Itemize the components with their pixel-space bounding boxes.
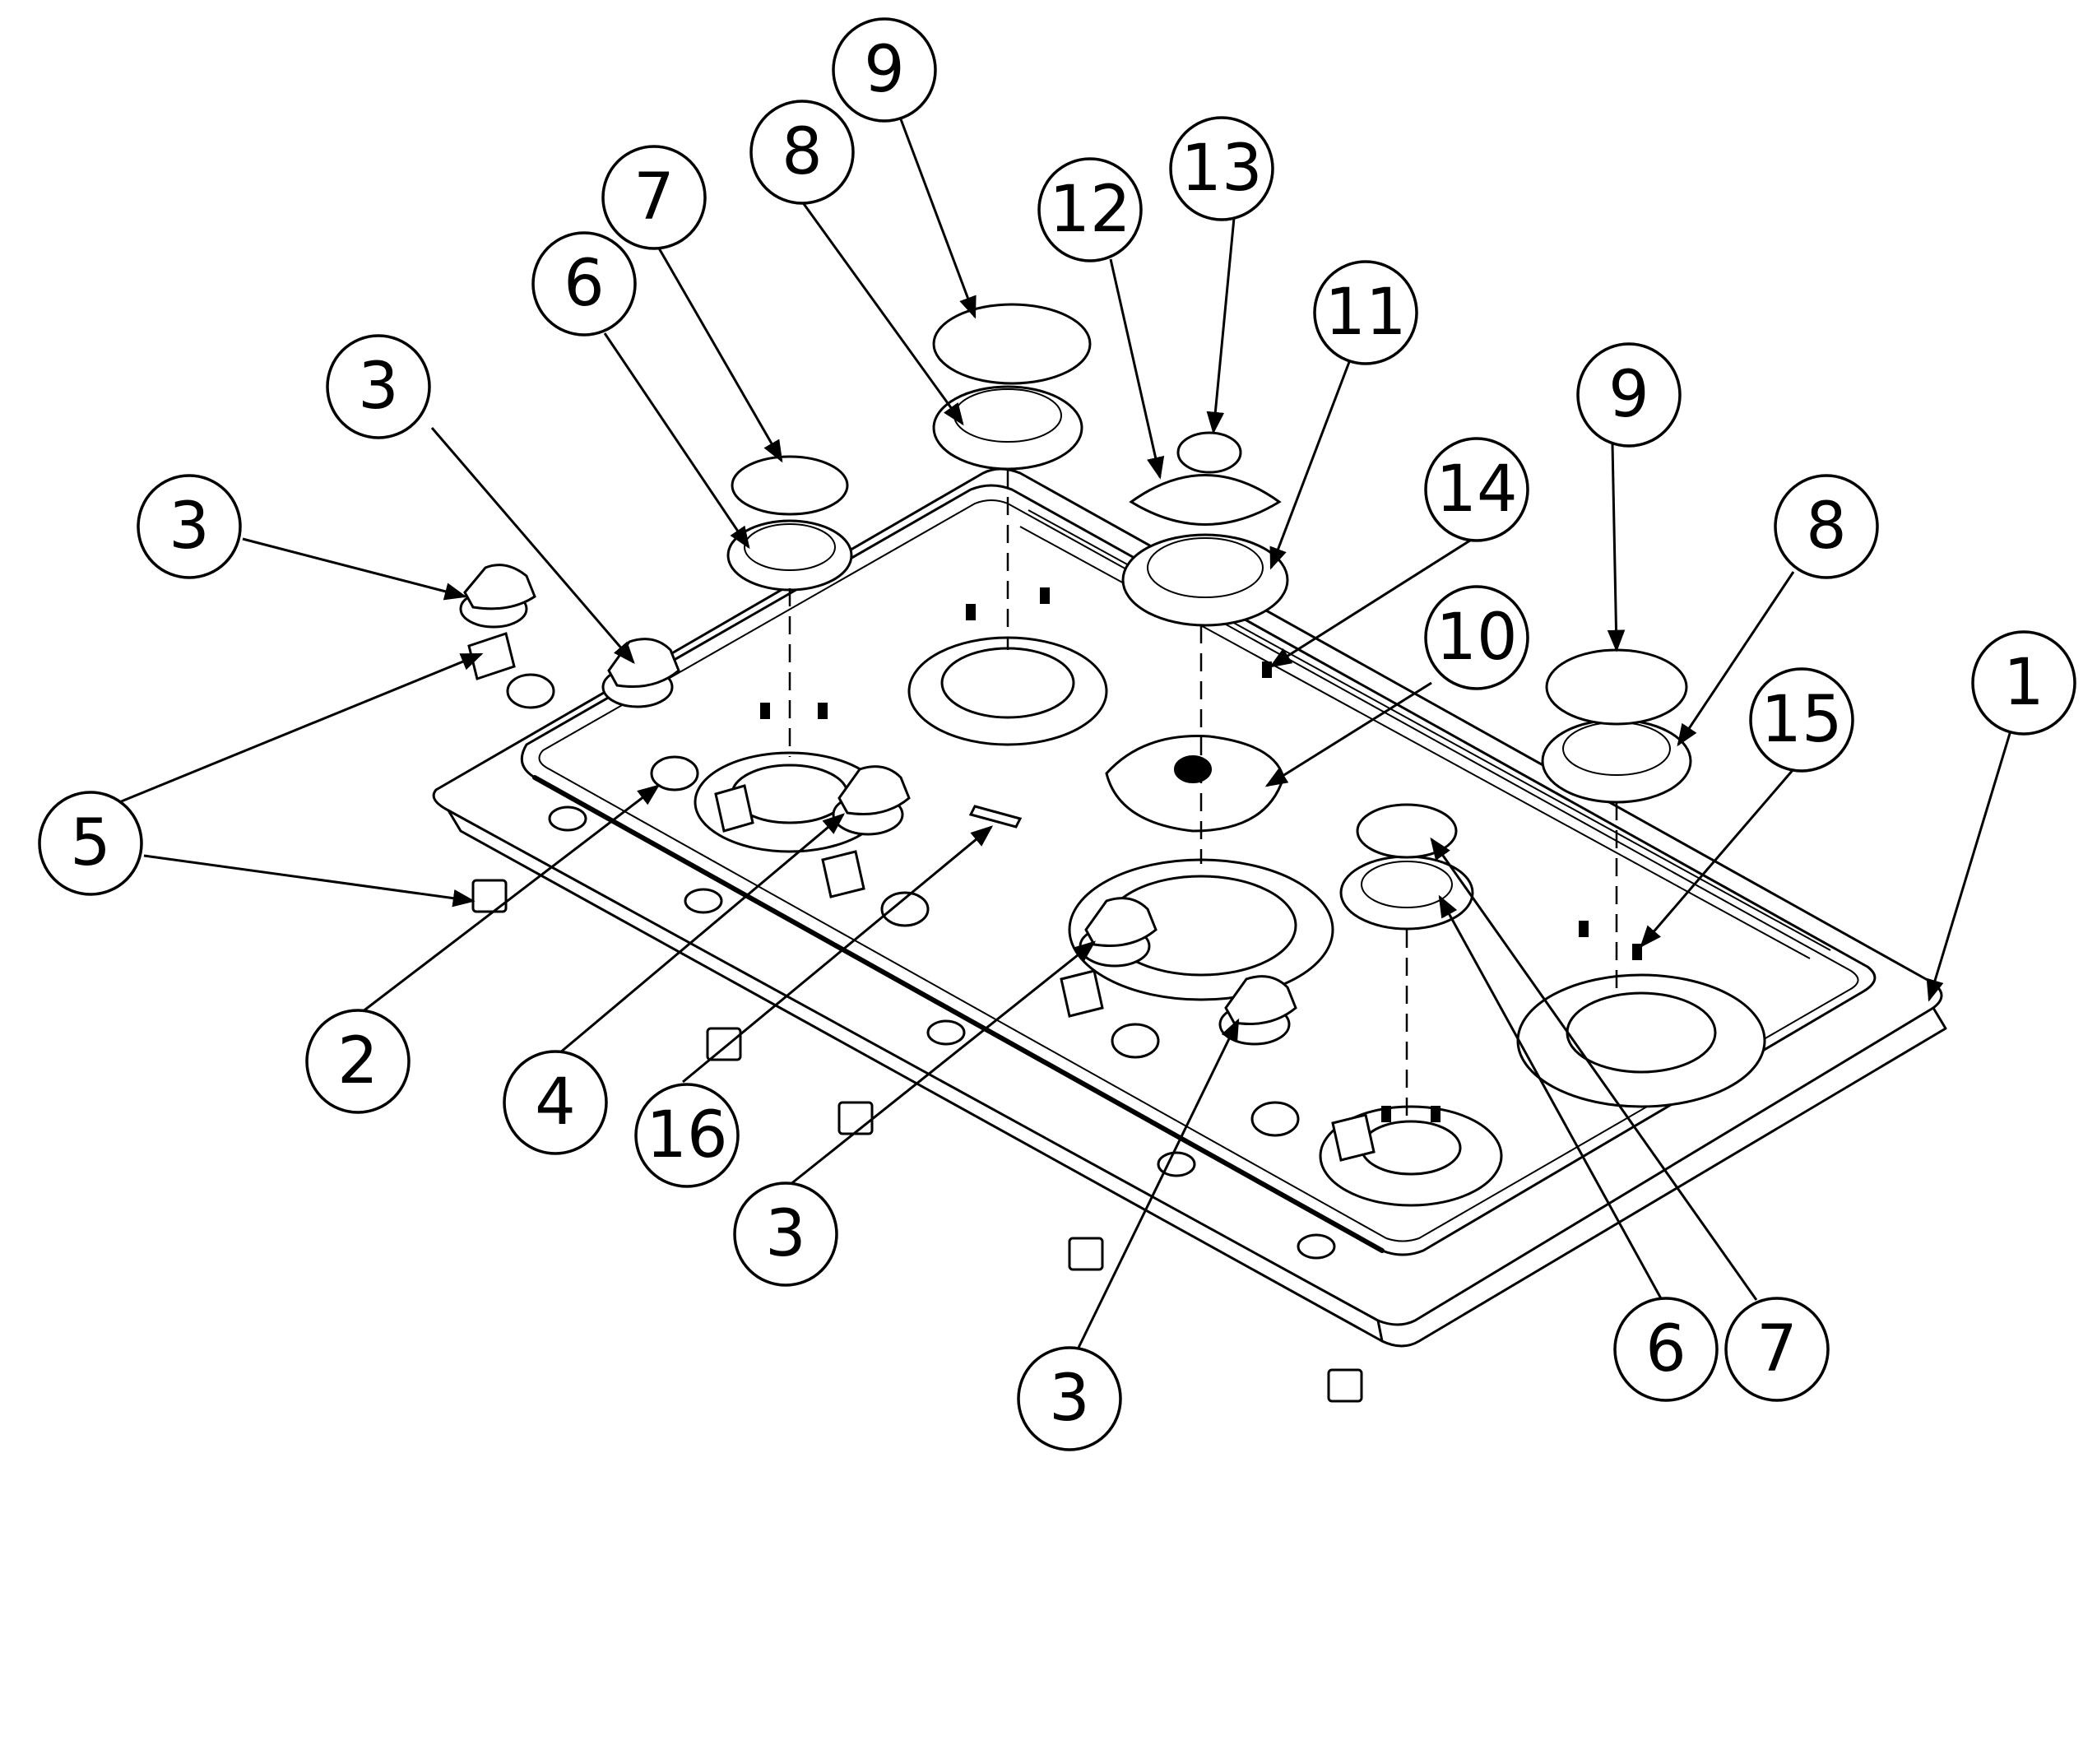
svg-text:9: 9 [864, 33, 905, 107]
callout-4: 4 [503, 1050, 608, 1155]
burner-center-ring [1129, 474, 1282, 526]
burner-center-plate [1105, 735, 1285, 833]
callout-10: 10 [1424, 585, 1529, 690]
svg-text:12: 12 [1049, 173, 1130, 247]
knob-bezels [506, 673, 1300, 1137]
callout-3-knob-left-far: 3 [137, 474, 242, 579]
burner-rear-cap [932, 303, 1092, 385]
callout-7-top: 7 [601, 145, 707, 250]
svg-text:13: 13 [1181, 132, 1262, 206]
svg-text:6: 6 [1645, 1312, 1686, 1386]
svg-text:11: 11 [1325, 276, 1406, 350]
leader-lines [118, 118, 2016, 1350]
callout-12: 12 [1037, 157, 1143, 262]
knob-center [1079, 897, 1158, 968]
svg-text:16: 16 [646, 1098, 727, 1172]
svg-text:8: 8 [1806, 490, 1847, 564]
burner-rear-base [932, 385, 1083, 471]
burner-left-base [726, 519, 853, 592]
svg-text:3: 3 [358, 350, 399, 424]
screws [760, 587, 1642, 1122]
valve-holes [548, 805, 1336, 1260]
svg-text:1: 1 [2003, 646, 2044, 720]
svg-text:5: 5 [70, 806, 111, 880]
callout-7-bottom: 7 [1724, 1297, 1830, 1402]
burner-front-right-base [1339, 855, 1474, 931]
callout-11: 11 [1313, 260, 1418, 365]
svg-text:8: 8 [782, 115, 823, 189]
svg-text:2: 2 [337, 1024, 378, 1098]
svg-text:6: 6 [564, 247, 605, 321]
burner-right-base [1541, 718, 1692, 804]
callout-5: 5 [38, 791, 143, 896]
svg-text:7: 7 [633, 160, 675, 234]
callout-2: 2 [305, 1009, 411, 1114]
svg-text:3: 3 [765, 1197, 806, 1271]
burner-right-cap [1545, 648, 1688, 726]
callout-3-knob-center: 3 [733, 1181, 838, 1287]
callout-3-knob-right: 3 [1017, 1346, 1122, 1451]
callout-1: 1 [1971, 630, 2076, 736]
callout-14: 14 [1424, 437, 1529, 542]
knob-left [601, 638, 680, 708]
callout-8-right: 8 [1774, 474, 1879, 579]
svg-text:15: 15 [1761, 683, 1842, 757]
feet [471, 879, 1363, 1403]
knob-left-far [459, 564, 536, 629]
callout-16: 16 [634, 1083, 740, 1188]
svg-text:10: 10 [1436, 601, 1517, 675]
callout-9-right: 9 [1576, 342, 1682, 448]
callout-6-bottom: 6 [1613, 1297, 1719, 1402]
burner-center-base [1121, 533, 1289, 627]
callout-6-top: 6 [531, 231, 637, 337]
svg-text:3: 3 [1049, 1362, 1090, 1436]
svg-text:4: 4 [535, 1065, 576, 1140]
burner-pad-rear-center [907, 636, 1108, 746]
callout-3-knob-left: 3 [326, 334, 431, 439]
burner-pad-right [1516, 973, 1766, 1108]
burner-center-cap [1176, 431, 1242, 474]
callout-15: 15 [1749, 667, 1854, 773]
svg-text:3: 3 [169, 490, 210, 564]
svg-text:7: 7 [1756, 1312, 1798, 1386]
callout-9-top: 9 [832, 17, 937, 123]
burner-left-cap [731, 455, 849, 516]
burner-front-right-cap [1356, 803, 1458, 859]
knob-center-left [832, 765, 911, 836]
svg-text:9: 9 [1608, 358, 1649, 432]
svg-text:14: 14 [1436, 453, 1517, 527]
callout-8-top: 8 [749, 100, 855, 205]
callout-13: 13 [1169, 116, 1274, 221]
